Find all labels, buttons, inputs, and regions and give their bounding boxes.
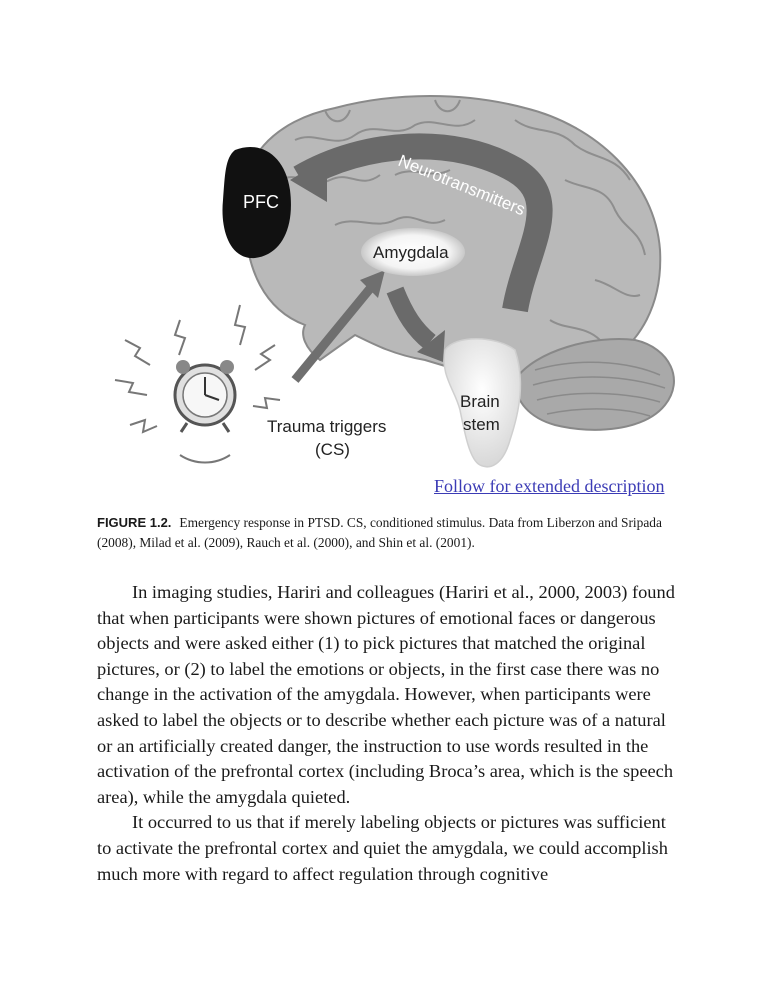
brain-diagram-figure: PFC Neurotransmitters Amygdala Trauma tr…	[95, 80, 685, 475]
neurotransmitters-arrowhead	[290, 158, 327, 202]
caption-text: Emergency response in PTSD. CS, conditio…	[97, 515, 662, 550]
amygdala-to-stem-arrow	[386, 286, 436, 350]
paragraph-1: In imaging studies, Hariri and colleague…	[97, 582, 675, 807]
brain-stem-label-line1: Brain	[460, 392, 500, 411]
paragraph-2: It occurred to us that if merely labelin…	[97, 812, 668, 884]
gyri-texture	[279, 99, 646, 341]
figure-caption: FIGURE 1.2.Emergency response in PTSD. C…	[97, 513, 687, 553]
stem-arrowhead	[417, 330, 445, 362]
cerebellum-folia	[532, 361, 666, 417]
figure-number: FIGURE 1.2.	[97, 515, 172, 530]
pfc-label: PFC	[243, 192, 279, 212]
trauma-triggers-label-line1: Trauma triggers	[267, 417, 386, 436]
amygdala-region	[361, 228, 465, 276]
brain-stem-label-line2: stem	[463, 415, 500, 434]
cerebellum-shape	[513, 338, 675, 431]
trauma-triggers-label-line2: (CS)	[315, 440, 350, 459]
neurotransmitters-arrow	[293, 133, 553, 313]
extended-description-link[interactable]: Follow for extended description	[434, 476, 665, 496]
trauma-trigger-arrow	[291, 282, 377, 383]
body-text: In imaging studies, Hariri and colleague…	[97, 580, 677, 887]
brain-stem-shape	[443, 338, 522, 468]
brain-diagram: PFC Neurotransmitters Amygdala Trauma tr…	[114, 95, 675, 468]
alarm-clock-icon	[173, 360, 237, 433]
trauma-arrowhead	[360, 270, 385, 298]
pfc-region	[222, 146, 291, 259]
amygdala-label: Amygdala	[373, 243, 449, 262]
alarm-ringing-lines	[114, 304, 281, 464]
